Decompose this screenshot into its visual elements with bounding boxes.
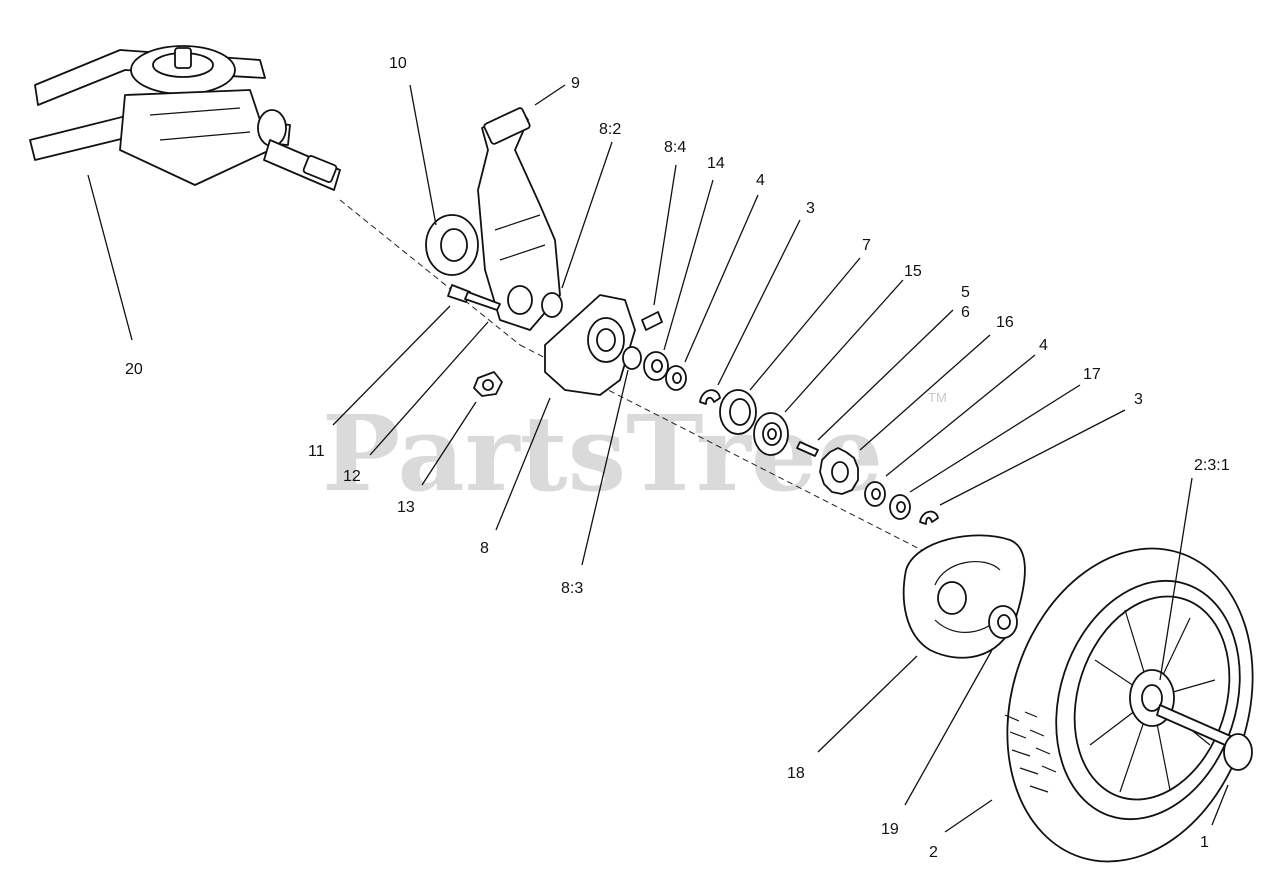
callout-17: 17 bbox=[1083, 366, 1101, 383]
washer-4b bbox=[864, 481, 886, 507]
callout-labels: 20 10 9 8:2 8:4 14 4 3 7 15 5 6 16 4 17 … bbox=[125, 55, 1230, 861]
flange-bushing bbox=[425, 214, 479, 276]
nut bbox=[473, 371, 503, 397]
callout-19: 19 bbox=[881, 821, 899, 838]
callout-20: 20 bbox=[125, 361, 143, 378]
callout-9: 9 bbox=[571, 75, 580, 92]
callout-11: 11 bbox=[308, 443, 325, 460]
callout-8-4: 8:4 bbox=[664, 139, 686, 156]
washer-4a bbox=[665, 365, 687, 391]
bearing bbox=[622, 346, 642, 370]
callout-8-3: 8:3 bbox=[561, 580, 583, 597]
gear-housing-plate bbox=[544, 294, 636, 396]
pin bbox=[641, 311, 663, 331]
axle-centerline bbox=[339, 199, 1001, 591]
retaining-clip-3b bbox=[919, 510, 939, 525]
callout-12: 12 bbox=[343, 468, 361, 485]
callout-3b: 3 bbox=[1134, 391, 1143, 408]
axle-bolt bbox=[1156, 704, 1253, 771]
callout-14: 14 bbox=[707, 155, 725, 172]
washer-17 bbox=[889, 494, 911, 520]
watermark-trademark: TM bbox=[928, 390, 947, 405]
height-bracket bbox=[477, 107, 561, 331]
callout-16: 16 bbox=[996, 314, 1014, 331]
callout-8: 8 bbox=[480, 540, 489, 557]
callout-1: 1 bbox=[1200, 834, 1209, 851]
callout-8-2: 8:2 bbox=[599, 121, 621, 138]
spacer bbox=[541, 292, 563, 318]
bolt bbox=[447, 284, 501, 311]
gear-cover bbox=[902, 534, 1026, 659]
retaining-clip-3a bbox=[699, 389, 721, 405]
callout-10: 10 bbox=[389, 55, 407, 72]
callout-18: 18 bbox=[787, 765, 805, 782]
callout-4b: 4 bbox=[1039, 337, 1048, 354]
ball-bearing bbox=[753, 412, 789, 456]
seal bbox=[719, 389, 757, 435]
wheel bbox=[1004, 547, 1254, 863]
callout-2: 2 bbox=[929, 844, 938, 861]
pinion-gear bbox=[819, 447, 859, 495]
callout-13: 13 bbox=[397, 499, 415, 516]
callout-2-3-1: 2:3:1 bbox=[1194, 457, 1230, 474]
callout-15: 15 bbox=[904, 263, 922, 280]
callout-6: 6 bbox=[961, 304, 970, 321]
key bbox=[796, 441, 819, 457]
callout-7: 7 bbox=[862, 237, 871, 254]
hub-cap bbox=[988, 605, 1018, 639]
callout-3a: 3 bbox=[806, 200, 815, 217]
callout-4a: 4 bbox=[756, 172, 765, 189]
washer-14 bbox=[643, 351, 669, 381]
transmission-assembly bbox=[29, 45, 341, 191]
callout-5: 5 bbox=[961, 284, 970, 301]
leader-lines bbox=[87, 84, 1229, 833]
watermark-text: PartsTree bbox=[322, 392, 883, 515]
